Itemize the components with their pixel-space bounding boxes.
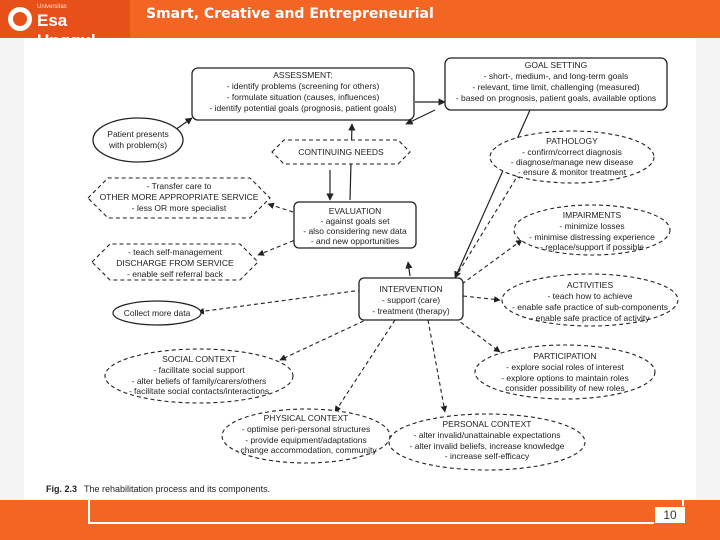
physical-context-line-2: - provide equipment/adaptations	[245, 435, 366, 445]
slide-number: 10	[654, 506, 686, 524]
connector-goals-assessment	[405, 109, 436, 125]
collect-data-node	[112, 300, 202, 326]
caption-text: The rehabilitation process and its compo…	[84, 484, 270, 494]
personal-context-node	[388, 413, 586, 471]
personal-context-line-3: - increase self-efficacy	[445, 451, 530, 461]
connector-intervention-personal	[427, 319, 448, 413]
connector-intervention-evaluation	[405, 261, 413, 277]
assessment-line-2: - formulate situation (causes, influence…	[227, 92, 380, 102]
intervention-line-2: - treatment (therapy)	[372, 306, 450, 316]
dashed-connectors	[197, 171, 523, 413]
goal-setting-line-2: - relevant, time limit, challenging (mea…	[472, 82, 639, 92]
physical-context-line-3: - change accommodation, community	[235, 445, 377, 455]
connector-intervention-physical	[334, 319, 396, 413]
header-tagline: Smart, Creative and Entrepreneurial	[146, 6, 434, 22]
activities-line-3: - enable safe practice of activity	[530, 313, 650, 323]
assessment-line-3: - identify potential goals (prognosis, p…	[209, 103, 396, 113]
pathology-line-3: - ensure & monitor treatment	[518, 167, 627, 177]
patient-line-1: Patient presents	[107, 129, 168, 139]
participation-line-2: - explore options to maintain roles	[501, 373, 629, 383]
evaluation-title: EVALUATION	[329, 206, 382, 216]
connector-intervention-participation	[454, 317, 501, 353]
impairments-title: IMPAIRMENTS	[563, 210, 622, 220]
social-context-line-1: - facilitate social support	[153, 365, 245, 375]
connector-intervention-impairments	[461, 239, 523, 285]
university-logo: Universitas Esa Unggul	[0, 0, 130, 50]
intervention-title: INTERVENTION	[379, 284, 442, 294]
connector-intervention-social	[279, 317, 371, 361]
transfer-line-2: OTHER MORE APPROPRIATE SERVICE	[100, 192, 259, 202]
physical-context-title: PHYSICAL CONTEXT	[264, 413, 349, 423]
logo-subtext: Universitas	[37, 4, 67, 10]
goal-setting-line-1: - short-, medium-, and long-term goals	[484, 71, 629, 81]
discharge-line-3: - enable self referral back	[127, 269, 224, 279]
personal-context-line-1: - alter invalid/unattainable expectation…	[414, 430, 561, 440]
physical-context-node	[221, 408, 391, 464]
discharge-node	[91, 243, 259, 281]
transfer-node	[87, 177, 271, 219]
connector-intervention-activities	[462, 295, 501, 303]
evaluation-line-1: - against goals set	[321, 216, 391, 226]
patient-node	[92, 117, 184, 163]
evaluation-line-2: - also considering new data	[303, 226, 407, 236]
intervention-line-1: - support (care)	[382, 295, 440, 305]
patient-line-2: with problem(s)	[108, 140, 167, 150]
intervention-node	[358, 277, 464, 321]
activities-node	[501, 273, 679, 327]
pathology-line-1: - confirm/correct diagnosis	[522, 147, 622, 157]
assessment-node	[191, 67, 415, 121]
pathology-node	[489, 130, 655, 184]
collect-data-label: Collect more data	[124, 308, 191, 318]
assessment-title: ASSESSMENT:	[273, 70, 333, 80]
logo-emblem-icon	[8, 7, 32, 31]
physical-context-line-1: - optimise peri-personal structures	[242, 424, 371, 434]
goal-setting-node	[444, 57, 668, 111]
logo-name: Esa Unggul	[37, 11, 96, 50]
goal-setting-title: GOAL SETTING	[525, 60, 588, 70]
right-margin	[696, 38, 720, 500]
activities-line-1: - teach how to achieve	[547, 291, 632, 301]
evaluation-node	[293, 201, 417, 249]
social-context-node	[104, 348, 294, 404]
connector-evaluation-transfer	[267, 202, 294, 213]
assessment-line-1: - identify problems (screening for other…	[227, 81, 380, 91]
pathology-line-2: - diagnose/manage new disease	[511, 157, 634, 167]
participation-title: PARTICIPATION	[533, 351, 596, 361]
social-context-line-2: - alter beliefs of family/carers/others	[132, 376, 267, 386]
transfer-line-1: - Transfer care to	[147, 181, 212, 191]
discharge-line-2: DISCHARGE FROM SERVICE	[116, 258, 234, 268]
connector-patient-assessment	[174, 117, 193, 131]
impairments-line-1: - minimize losses	[559, 221, 624, 231]
activities-line-2: - enable safe practice of sub-components	[512, 302, 668, 312]
social-context-title: SOCIAL CONTEXT	[162, 354, 236, 364]
connector-evaluation-discharge	[257, 237, 301, 256]
evaluation-line-3: - and new opportunities	[311, 236, 399, 246]
participation-node	[474, 344, 656, 400]
continuing-needs-label: CONTINUING NEEDS	[298, 147, 384, 157]
impairments-line-3: - replace/support if possible	[540, 242, 644, 252]
participation-line-1: - explore social roles of interest	[506, 362, 624, 372]
pathology-title: PATHOLOGY	[546, 136, 598, 146]
activities-title: ACTIVITIES	[567, 280, 614, 290]
left-margin	[0, 38, 24, 500]
social-context-line-3: - facilitate social contacts/interaction…	[129, 386, 269, 396]
impairments-line-2: - minimise distressing experience	[529, 232, 655, 242]
personal-context-line-2: - alter invalid beliefs, increase knowle…	[410, 441, 565, 451]
footer-bar	[0, 500, 720, 540]
participation-line-3: consider possibility of new roles	[505, 383, 625, 393]
impairments-node	[513, 204, 671, 256]
continuing-needs-node	[271, 139, 411, 165]
goal-setting-line-3: - based on prognosis, patient goals, ava…	[456, 93, 656, 103]
caption-label: Fig. 2.3	[46, 484, 77, 494]
discharge-line-1: - teach self-management	[128, 247, 223, 257]
personal-context-title: PERSONAL CONTEXT	[443, 419, 532, 429]
transfer-line-3: - less OR more specialist	[132, 203, 227, 213]
